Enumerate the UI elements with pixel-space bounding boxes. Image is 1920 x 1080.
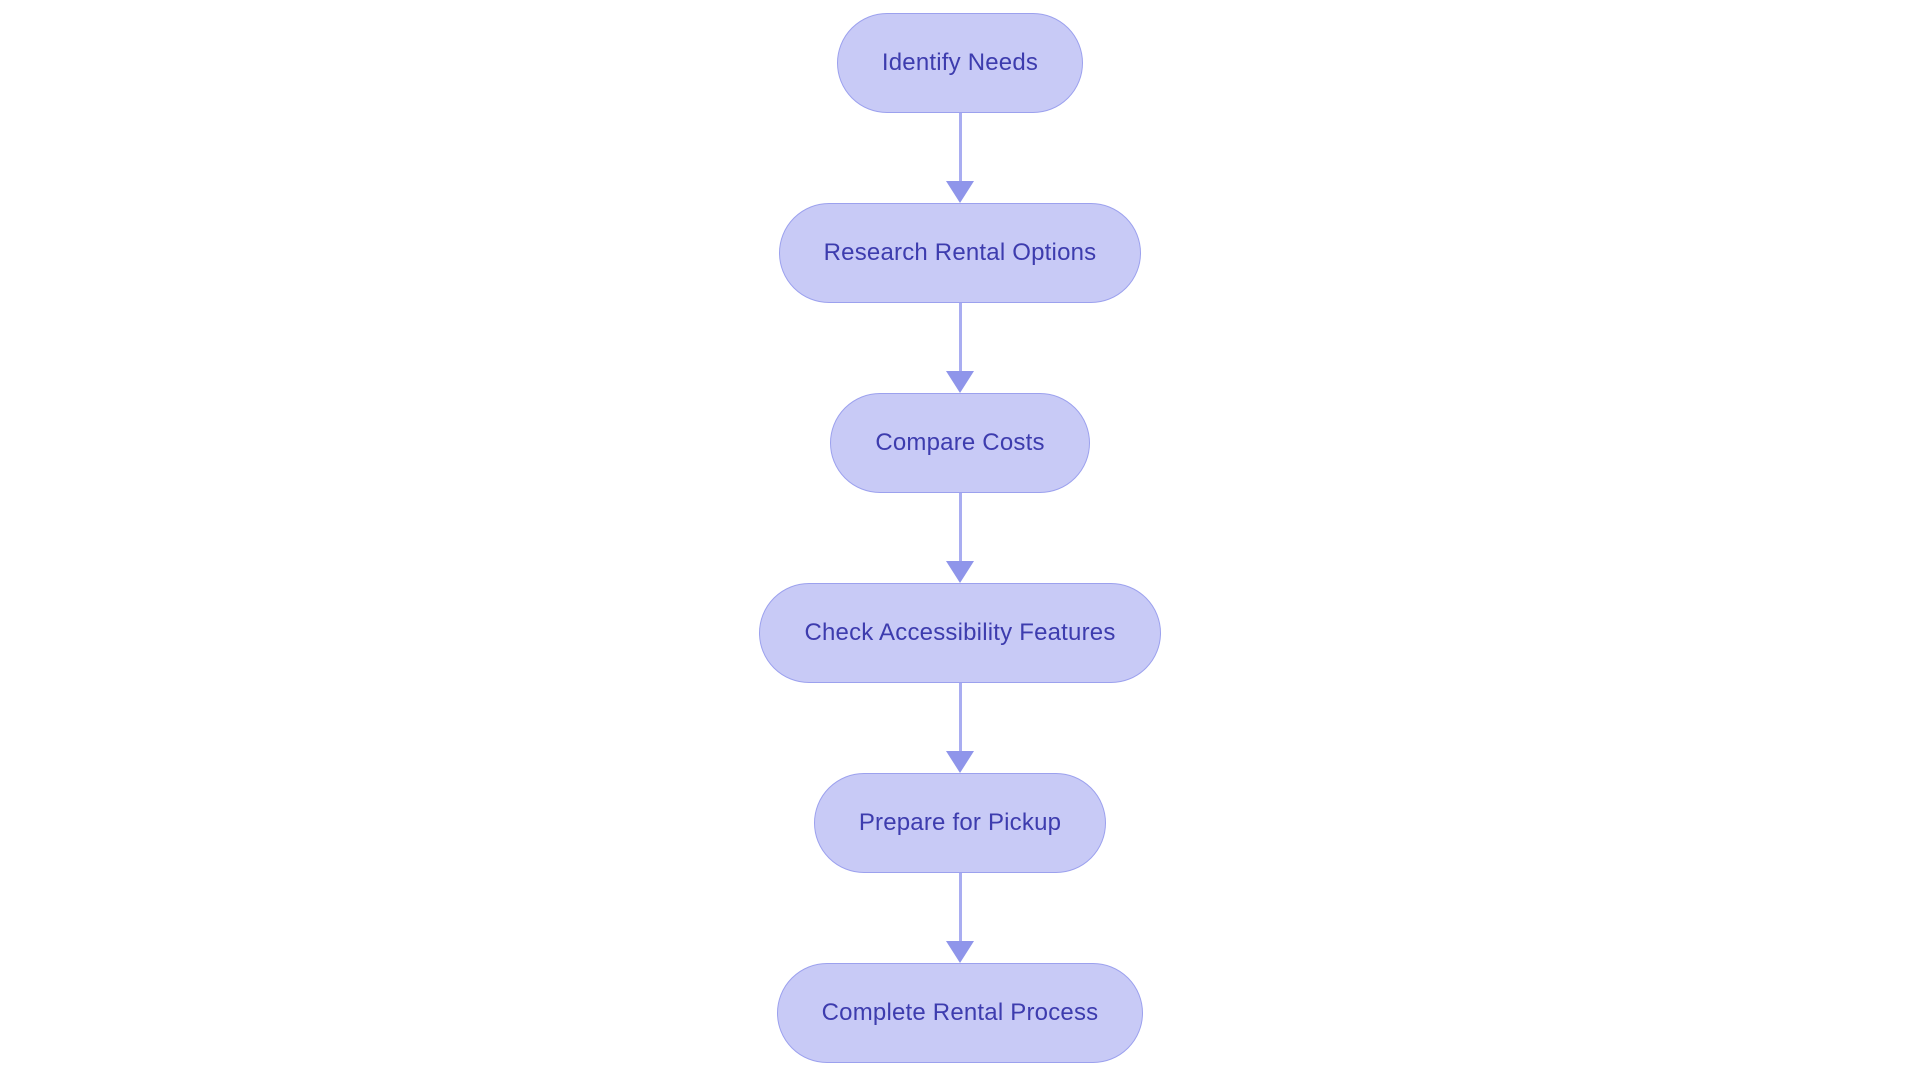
arrowhead-down-icon [946, 561, 974, 583]
flow-node-prepare-for-pickup: Prepare for Pickup [813, 773, 1107, 873]
flow-node-identify-needs: Identify Needs [836, 13, 1084, 113]
arrow-shaft [958, 303, 962, 372]
arrow-shaft [958, 683, 962, 752]
flow-arrow-5 [946, 873, 974, 963]
flow-arrow-1 [946, 113, 974, 203]
node-label: Check Accessibility Features [804, 619, 1116, 646]
arrowhead-down-icon [946, 181, 974, 203]
flow-node-check-accessibility-features: Check Accessibility Features [759, 583, 1161, 683]
flow-arrow-4 [946, 683, 974, 773]
node-label: Identify Needs [881, 49, 1039, 76]
flow-node-research-rental-options: Research Rental Options [778, 203, 1142, 303]
arrow-shaft [958, 873, 962, 942]
node-label: Prepare for Pickup [858, 809, 1062, 836]
arrowhead-down-icon [946, 941, 974, 963]
flow-arrow-2 [946, 303, 974, 393]
flow-node-compare-costs: Compare Costs [830, 393, 1090, 493]
flow-arrow-3 [946, 493, 974, 583]
node-label: Compare Costs [875, 429, 1045, 456]
flow-node-complete-rental-process: Complete Rental Process [776, 963, 1144, 1063]
arrowhead-down-icon [946, 751, 974, 773]
arrowhead-down-icon [946, 371, 974, 393]
flowchart: Identify Needs Research Rental Options C… [0, 13, 1920, 1063]
node-label: Complete Rental Process [821, 999, 1099, 1026]
arrow-shaft [958, 113, 962, 182]
arrow-shaft [958, 493, 962, 562]
node-label: Research Rental Options [823, 239, 1097, 266]
